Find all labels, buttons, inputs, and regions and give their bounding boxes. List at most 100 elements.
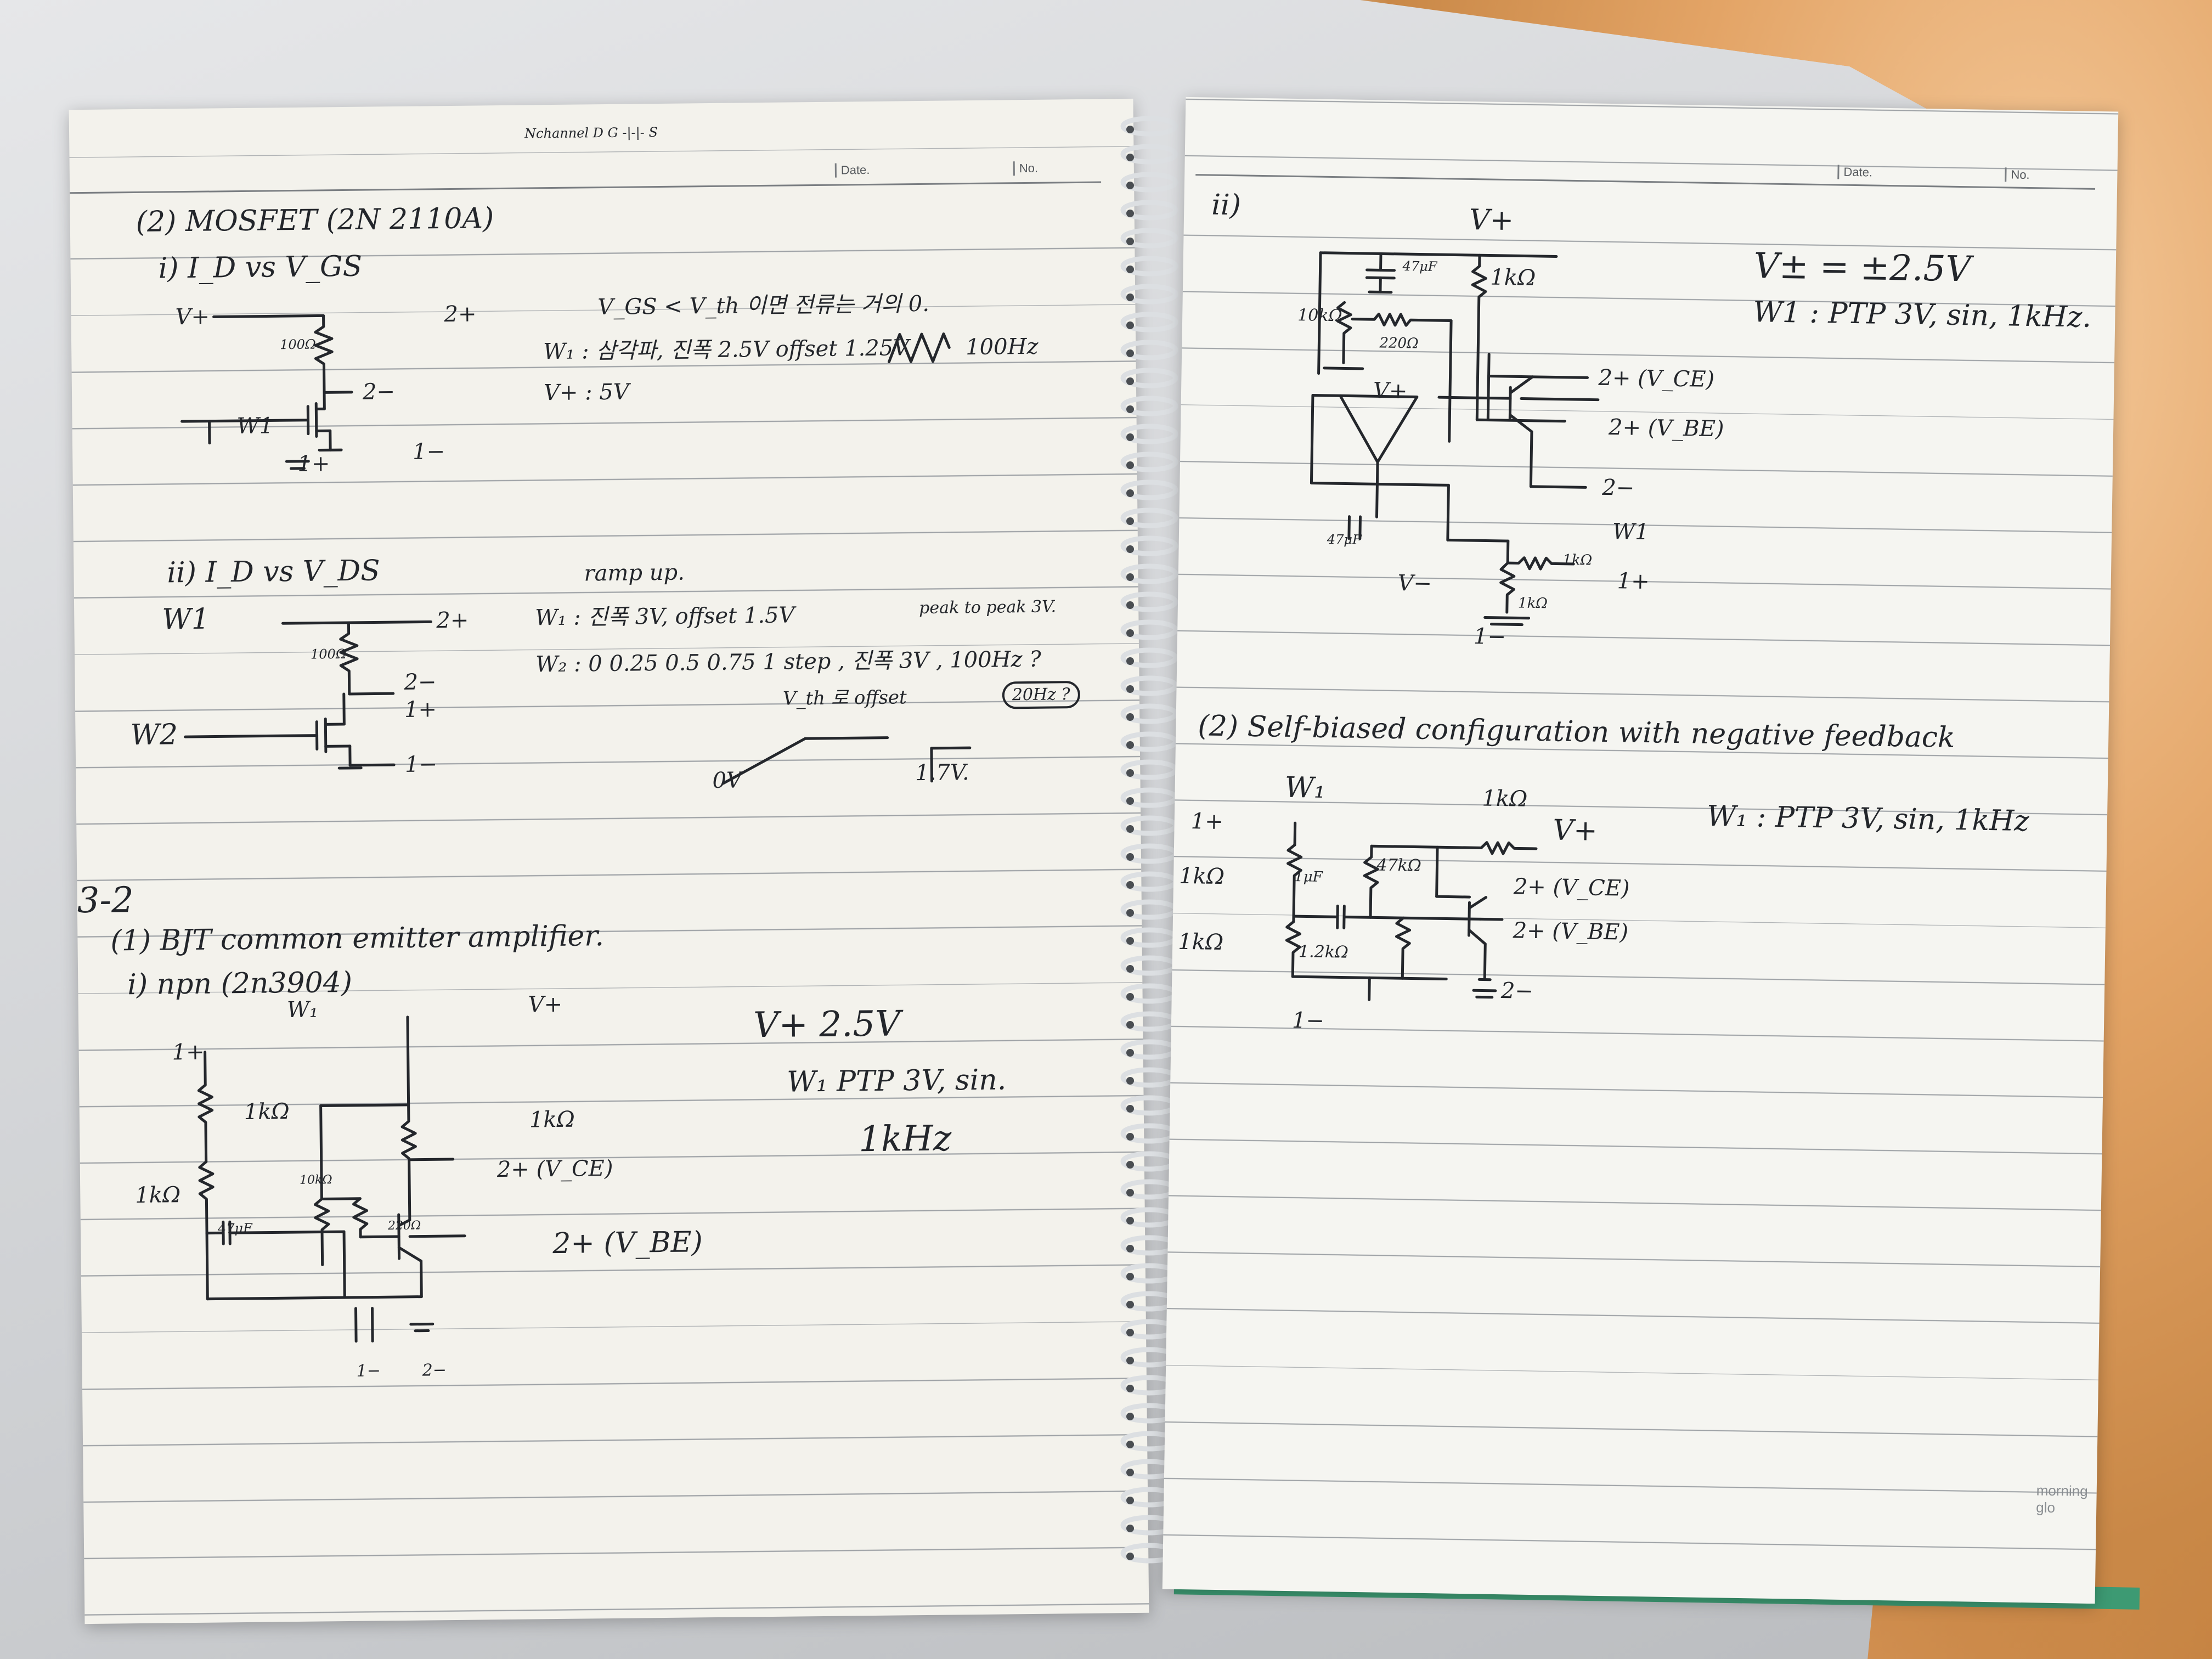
binding-hole: [1126, 1021, 1134, 1029]
notebook-left-page: Date. No. Nchannel D G -|-|- S (2) MOSFE…: [69, 98, 1149, 1624]
note-w1-ptp: W1 : PTP 3V, sin, 1kHz.: [1752, 296, 2092, 334]
number-label: No.: [2005, 167, 2030, 182]
bjt-part-i-title: i) npn (2n3904): [127, 966, 353, 1002]
label-sb-1minus: 1−: [1291, 1008, 1325, 1034]
label-probe-1minus-ii: 1−: [404, 752, 438, 777]
spiral-coil: [1120, 452, 1178, 472]
spiral-coil: [1120, 424, 1178, 444]
margin-note: Nchannel D G -|-|- S: [524, 124, 658, 142]
binding-hole: [1126, 573, 1134, 581]
label-probe-1plus-ii: 1+: [404, 697, 437, 723]
binding-hole: [1126, 1469, 1134, 1476]
binding-hole: [1126, 349, 1134, 357]
spiral-coil: [1120, 116, 1178, 137]
spiral-coil: [1120, 563, 1178, 584]
note-bjt-vplus: V+ 2.5V: [753, 1003, 901, 1046]
binding-hole: [1126, 126, 1134, 133]
spiral-coil: [1120, 619, 1178, 640]
label-probe-2plus: 2+: [444, 301, 477, 328]
note-vth-offset: V_th 로 offset: [782, 686, 907, 710]
date-label: Date.: [1837, 165, 1873, 180]
binding-hole: [1126, 1525, 1134, 1532]
label-bjt-r1k-c: 1kΩ: [135, 1182, 181, 1209]
binding-hole: [1126, 489, 1134, 497]
label-resistor-100: 100Ω: [279, 336, 316, 353]
note-w1-amplitude: W₁ : 진폭 3V, offset 1.5V: [535, 602, 795, 631]
binding-hole: [1126, 1077, 1134, 1085]
binding-hole: [1126, 377, 1134, 385]
section-2-title: (2) Self-biased configuration with negat…: [1197, 709, 1956, 754]
spiral-coil: [1120, 144, 1178, 165]
label-sb-r12k: 1.2kΩ: [1298, 942, 1349, 962]
binding-hole: [1126, 881, 1134, 889]
binding-hole: [1126, 601, 1134, 609]
binding-hole: [1126, 797, 1134, 805]
binding-hole: [1126, 1497, 1134, 1504]
label-probe-2plus-ii: 2+: [436, 607, 469, 634]
spiral-coil: [1120, 647, 1178, 668]
label-bjt-2minus: 2−: [422, 1361, 447, 1380]
label-bjt-r1k-a: 1kΩ: [244, 1099, 290, 1125]
spiral-coil: [1120, 675, 1178, 696]
label-w1-ii: W1: [162, 602, 210, 636]
label-bjt-r220: 220Ω: [387, 1218, 421, 1233]
label-bjt-vce: 2+ (V_CE): [496, 1155, 613, 1183]
label-vplus: V+: [175, 304, 210, 330]
label-probe-2minus: 2−: [1602, 475, 1635, 501]
binding-hole: [1126, 965, 1134, 973]
label-opamp-vminus: V−: [1397, 570, 1432, 596]
label-bjt-vbe: 2+ (V_BE): [552, 1226, 703, 1261]
label-bjt-vplus: V+: [528, 991, 563, 1018]
label-w2: W2: [130, 718, 178, 752]
label-r-bottom: 1kΩ: [1517, 595, 1548, 612]
spiral-coil: [1120, 479, 1178, 500]
label-bjt-r10k: 10kΩ: [299, 1173, 332, 1187]
spiral-coil: [1120, 396, 1178, 416]
label-sb-vplus: V+: [1553, 814, 1598, 848]
binding-hole: [1126, 1133, 1134, 1141]
binding-hole: [1126, 993, 1134, 1001]
binding-hole: [1126, 909, 1134, 917]
label-bjt-w1: W₁: [286, 997, 319, 1023]
binding-hole: [1126, 266, 1134, 273]
spiral-coil: [1120, 284, 1178, 304]
number-label: No.: [1013, 161, 1039, 176]
notebook-right-page: Date. No. ii): [1162, 97, 2119, 1604]
spiral-coil: [1120, 172, 1178, 193]
label-sb-r1k-top: 1kΩ: [1482, 786, 1528, 812]
binding-hole: [1126, 1301, 1134, 1308]
binding-hole: [1126, 405, 1134, 413]
mosfet-part-ii-title: ii) I_D vs V_DS: [167, 554, 381, 590]
label-probe-1minus: 1−: [1473, 624, 1506, 650]
label-r-w1: 1kΩ: [1562, 551, 1593, 569]
binding-hole: [1126, 294, 1134, 301]
date-label: Date.: [834, 162, 870, 178]
binding-hole: [1126, 1329, 1134, 1336]
label-r-10k: 10kΩ: [1297, 306, 1342, 326]
binding-hole: [1126, 182, 1134, 189]
label-cap-top: 47μF: [1402, 258, 1437, 275]
spiral-coil: [1120, 228, 1178, 249]
binding-hole: [1126, 741, 1134, 749]
label-resistor-100-ii: 100Ω: [310, 646, 347, 662]
binding-hole: [1126, 1049, 1134, 1057]
binding-hole: [1126, 825, 1134, 833]
ramp-arrow-sketch: [722, 736, 972, 785]
binding-hole: [1126, 1217, 1134, 1224]
binding-hole: [1126, 1161, 1134, 1169]
label-w1: W1: [1612, 519, 1650, 545]
binding-hole: [1126, 545, 1134, 553]
binding-hole: [1126, 154, 1134, 161]
note-w2-steps: W₂ : 0 0.25 0.5 0.75 1 step , 진폭 3V , 10…: [535, 646, 1041, 678]
label-opamp-vplus: V+: [1373, 378, 1408, 404]
binding-hole: [1126, 238, 1134, 245]
binding-hole: [1126, 1553, 1134, 1560]
label-cap-bottom: 47μF: [1327, 531, 1362, 548]
label-w1: W1: [236, 413, 274, 439]
bjt-section-title: (1) BJT common emitter amplifier.: [110, 919, 605, 958]
note-vplus-5v: V+ : 5V: [543, 379, 629, 406]
section-3-2-heading: 3-2: [77, 880, 134, 922]
label-sb-r47k: 47kΩ: [1376, 855, 1422, 876]
label-r-220: 220Ω: [1379, 335, 1419, 352]
